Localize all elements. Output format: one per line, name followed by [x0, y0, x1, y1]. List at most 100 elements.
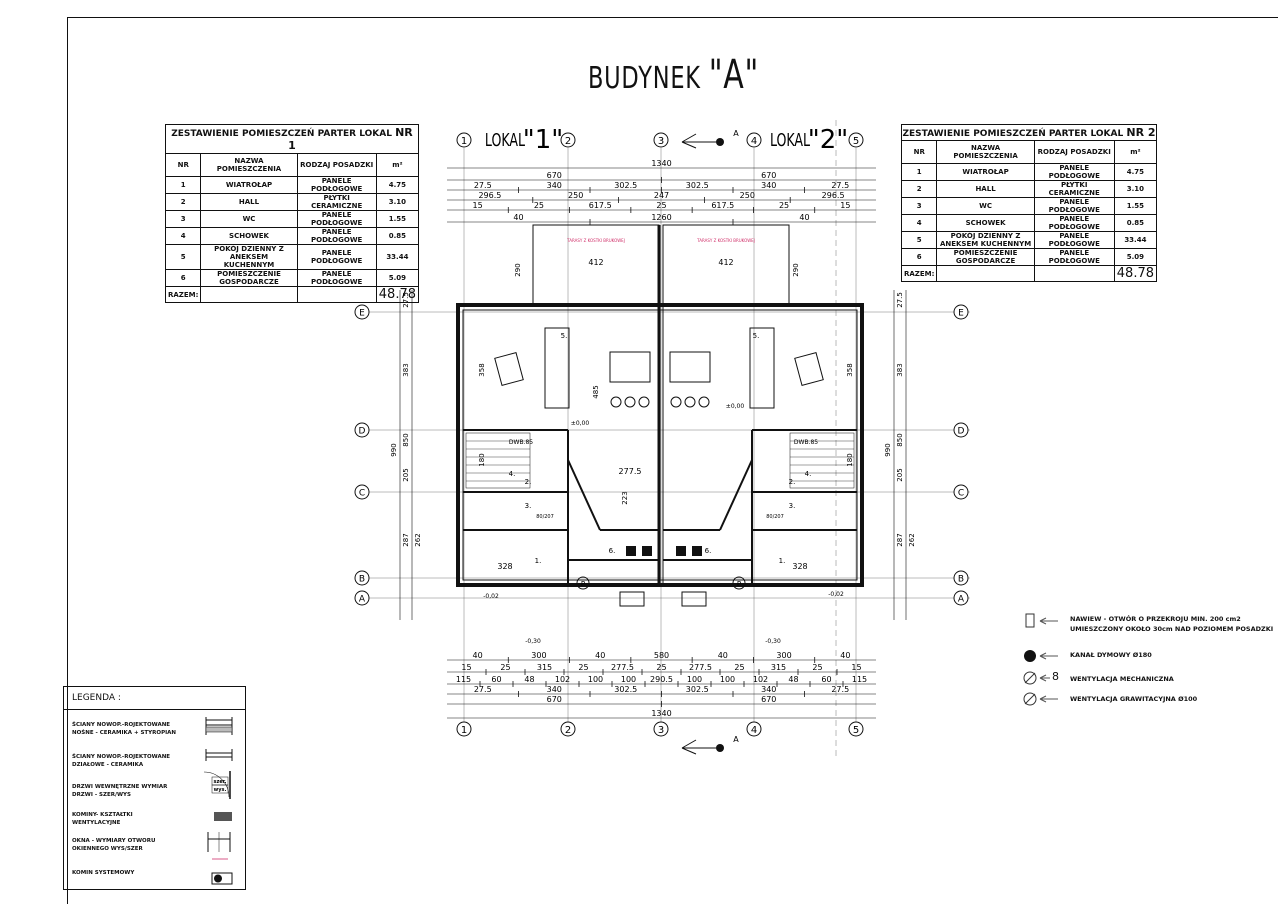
system-chimney-icon: [692, 546, 702, 556]
room-number-5: 5.: [753, 332, 760, 340]
sofa: [749, 327, 775, 409]
axis-label-5: 5: [853, 725, 859, 736]
door-symbol-width-label: szer.: [214, 779, 227, 785]
section-arrow-icon: [681, 133, 716, 149]
axis-bubble: [653, 721, 669, 737]
dimension-label: 25: [779, 201, 789, 210]
dimension-label: 115: [852, 675, 867, 684]
chimney-symbol: [576, 576, 590, 590]
side-dimension-label: 287: [402, 533, 410, 546]
dimension-label: 340: [761, 685, 776, 694]
dining-table: [669, 351, 711, 383]
title-letter: "A": [708, 52, 760, 98]
table-cell: PANELE PODŁOGOWE: [296, 244, 377, 270]
dimension-label: 25: [534, 201, 544, 210]
stool: [670, 396, 682, 408]
terrace-depth: 290: [514, 263, 522, 276]
table-total-row: RAZEM:48.78: [900, 265, 1158, 282]
side-dimension-label: 383: [402, 363, 410, 376]
dimension-label: 277.5: [619, 467, 642, 476]
dimension-label: 100: [720, 675, 735, 684]
legend-item-windows: OKNA - WYMIARY OTWORU OKIENNEGO WYS/SZER: [72, 838, 156, 852]
entrance-step: [681, 591, 707, 607]
room-number-2: 2.: [525, 478, 532, 486]
room-number-2: 2.: [789, 478, 796, 486]
lokal-label: LOKAL: [770, 130, 810, 151]
level-mark: -0,30: [525, 638, 541, 645]
dimension-label: 25: [578, 663, 588, 672]
lokal-number: "2": [808, 125, 848, 155]
entrance-step: [619, 591, 645, 607]
window-symbol-icon: [207, 832, 231, 860]
dimension-label: 340: [547, 685, 562, 694]
dimension-label: 250: [740, 191, 755, 200]
table-total-row: RAZEM:48.78: [164, 286, 420, 303]
dimension-label: 25: [656, 201, 666, 210]
side-dimension-label: 205: [896, 468, 904, 481]
dimension-label: 27.5: [831, 685, 849, 694]
side-dimension-label: 850: [402, 433, 410, 446]
lokal-number: "1": [523, 125, 563, 155]
door-label: 80/207: [536, 514, 554, 520]
axis-bubble: [953, 422, 969, 438]
side-dimension-label: 358: [846, 363, 854, 376]
stool: [684, 396, 696, 408]
section-letter: A: [733, 735, 739, 744]
table-cell: 1.55: [375, 210, 420, 228]
interior-wall: [567, 459, 601, 531]
dimension-label: 277.5: [611, 663, 634, 672]
dimension-label: 40: [718, 651, 728, 660]
axis-bubble: [560, 721, 576, 737]
axis-bubble: [953, 590, 969, 606]
legend-item-doors: DRZWI WEWNĘTRZNE WYMIAR DRZWI - SZER/WYS: [72, 784, 168, 798]
title-prefix: BUDYNEK: [588, 61, 701, 96]
vent-shape-icon: [214, 812, 232, 821]
room-number-3: 3.: [525, 502, 532, 510]
terrace-width: 412: [588, 258, 603, 267]
axis-bubble: [560, 132, 576, 148]
dimension-label: 100: [621, 675, 636, 684]
total-label: RAZEM:: [164, 286, 202, 303]
dimension-label: 340: [761, 181, 776, 190]
axis-bubble: [653, 132, 669, 148]
table-cell: 33.44: [375, 244, 420, 270]
axis-label-1: 1: [461, 725, 467, 736]
table-caption: ZESTAWIENIE POMIESZCZEŃ PARTER LOKAL NR …: [901, 124, 1157, 140]
dimension-label: 670: [547, 695, 562, 704]
rectangle-vent-icon: [1025, 613, 1035, 628]
dimension-label: 40: [799, 213, 809, 222]
dimension-label: 617.5: [711, 201, 734, 210]
dimension-label: 27.5: [831, 181, 849, 190]
room-schedule-lokal-1: ZESTAWIENIE POMIESZCZEŃ PARTER LOKAL NR …: [164, 124, 420, 303]
dimension-label: 302.5: [686, 181, 709, 190]
side-dimension-label: 358: [478, 363, 486, 376]
axis-label-5: 5: [853, 136, 859, 147]
note-symbols: [1023, 613, 1058, 706]
side-dimension-label: 27.5: [402, 292, 410, 308]
stool: [638, 396, 650, 408]
dimension-label: 40: [473, 651, 483, 660]
axis-bubble: [354, 484, 370, 500]
room-number-1: 1.: [779, 557, 786, 565]
room-number-4: 4.: [805, 470, 812, 478]
section-marker-icon: [716, 138, 724, 146]
dimension-label: 40: [595, 651, 605, 660]
axis-bubble: [746, 132, 762, 148]
dimension-label: 15: [473, 201, 483, 210]
dimension-label: 223: [621, 491, 629, 504]
table-cell: 1.55: [1113, 197, 1158, 215]
interior-wall: [719, 459, 753, 531]
sofa: [544, 327, 570, 409]
header-cell: NR: [164, 153, 202, 177]
dimension-label: 27.5: [474, 181, 492, 190]
note-mech-vent-number: 8: [1052, 670, 1059, 683]
system-chimney-icon: [676, 546, 686, 556]
header-cell: NR: [900, 140, 938, 164]
slashed-circle-icon: [1023, 692, 1037, 706]
dimension-label: 670: [761, 695, 776, 704]
